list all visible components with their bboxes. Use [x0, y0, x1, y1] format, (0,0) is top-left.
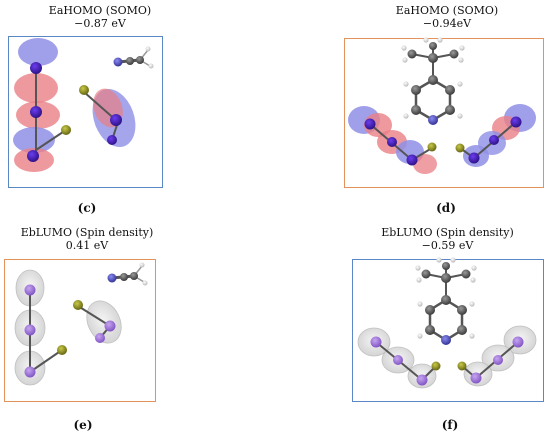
panel-c-molecule	[13, 38, 154, 172]
panel-d-title: EaHOMO (SOMO) −0.94eV	[382, 4, 512, 30]
panel-e-title-text: EbLUMO (Spin density)	[20, 226, 154, 239]
panel-f-title: EbLUMO (Spin density) −0.59 eV	[370, 226, 525, 252]
panel-e-letter: (e)	[73, 418, 93, 432]
panel-d-title-text: EaHOMO (SOMO)	[395, 4, 499, 17]
panel-d-letter: (d)	[436, 201, 456, 215]
panel-e-title: EbLUMO (Spin density) 0.41 eV	[12, 226, 162, 252]
panel-c-title-text: EaHOMO (SOMO)	[48, 4, 152, 17]
panel-f-molecule	[357, 257, 537, 389]
panel-c-title: EaHOMO (SOMO) −0.87 eV	[35, 4, 165, 30]
panel-c-letter: (c)	[77, 201, 97, 215]
panel-d-energy: −0.94eV	[422, 17, 472, 30]
panel-f-energy: −0.59 eV	[421, 239, 474, 252]
panel-f-title-text: EbLUMO (Spin density)	[381, 226, 514, 239]
panel-e-energy: 0.41 eV	[65, 239, 109, 252]
panel-e-molecule	[14, 262, 148, 386]
panel-c-energy: −0.87 eV	[74, 17, 126, 30]
panel-d-molecule	[348, 37, 536, 174]
panel-f-letter: (f)	[441, 418, 459, 432]
